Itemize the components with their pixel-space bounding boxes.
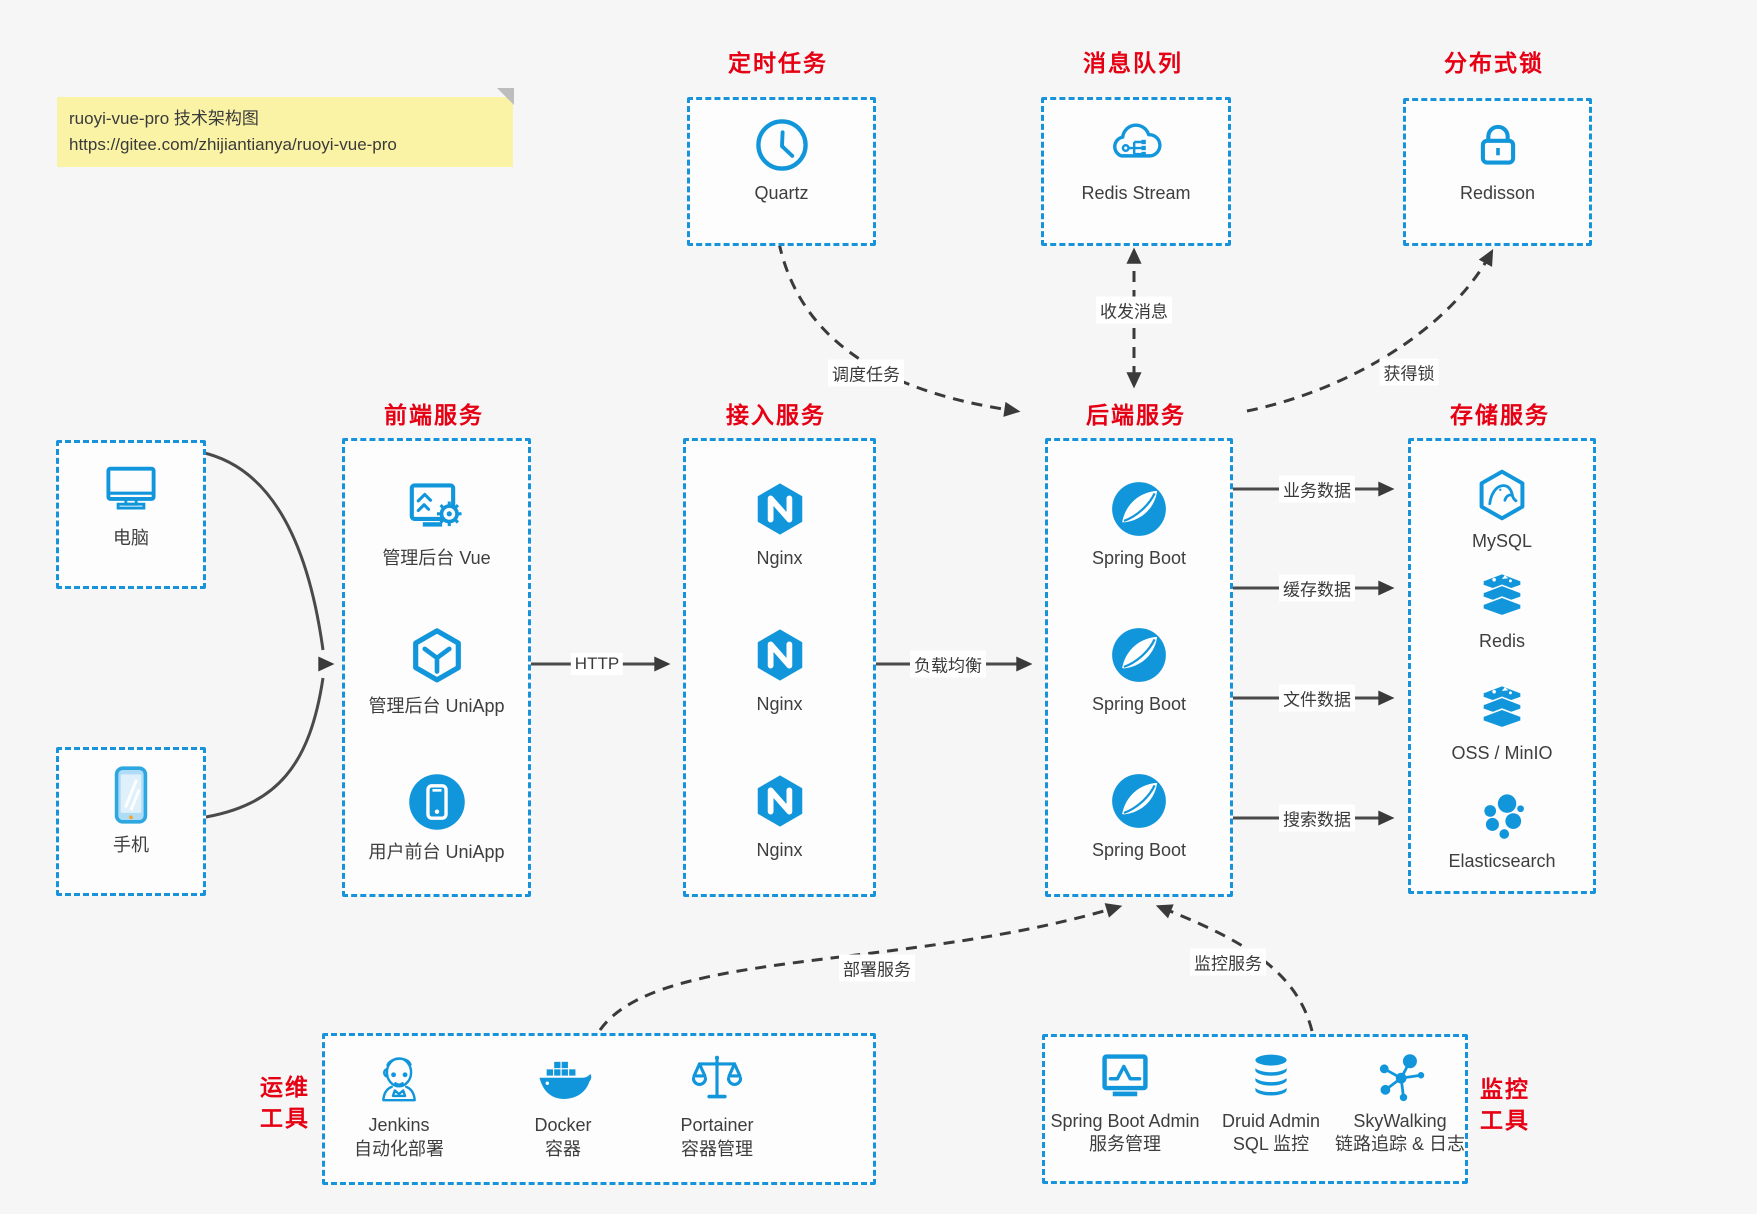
mobile-client-box: 手机 [56, 747, 206, 896]
note-url: https://gitee.com/zhijiantianya/ruoyi-vu… [69, 135, 397, 154]
edge-label-schedule: 调度任务 [828, 359, 904, 387]
spring-boot-label: Spring Boot [1091, 548, 1187, 568]
database-icon [1243, 1049, 1299, 1105]
redis-stack-icon [1475, 569, 1529, 623]
monitor-chart-icon [1097, 1049, 1153, 1105]
group-title-gateway: 接入服务 [726, 402, 826, 428]
monitoring-tools-title-line1: 监控 [1480, 1076, 1530, 1102]
portainer-label: Portainer [680, 1115, 754, 1135]
oss-minio-label: OSS / MinIO [1451, 743, 1553, 763]
quartz-label: Quartz [754, 183, 809, 203]
group-title-message-queue: 消息队列 [1083, 50, 1183, 76]
pc-client-label: 电脑 [113, 528, 149, 548]
storage-box: MySQL Redis OSS / MinIO Elasticsearch [1408, 438, 1596, 894]
redisson-label: Redisson [1459, 183, 1536, 203]
spring-icon [1109, 771, 1169, 831]
spring-icon [1109, 479, 1169, 539]
clock-icon [753, 116, 811, 174]
monitoring-tools-box: Spring Boot Admin 服务管理 Druid Admin SQL 监… [1042, 1034, 1468, 1184]
edge-label-deploy: 部署服务 [839, 954, 915, 982]
edge-pc-to-frontend [199, 450, 325, 651]
monitoring-tools-title: 监控 工具 [1470, 1074, 1540, 1136]
group-title-backend: 后端服务 [1086, 402, 1186, 428]
edge-label-biz-data: 业务数据 [1279, 475, 1355, 503]
ops-tools-title-line2: 工具 [260, 1105, 310, 1131]
docker-label: Docker [534, 1115, 592, 1135]
edge-label-file-data: 文件数据 [1279, 684, 1355, 712]
group-title-scheduled-task: 定时任务 [728, 50, 828, 76]
portainer-icon [688, 1050, 746, 1108]
jenkins-icon [370, 1050, 428, 1108]
quartz-box: Quartz [687, 97, 876, 246]
monitoring-tools-title-line2: 工具 [1480, 1107, 1530, 1133]
druid-admin-label: Druid Admin [1221, 1111, 1321, 1131]
ops-tools-title-line1: 运维 [260, 1074, 310, 1100]
ops-tools-box: Jenkins 自动化部署 Docker 容器 Portainer 容器管理 [322, 1033, 876, 1185]
spring-icon [1109, 625, 1169, 685]
oss-stack-icon [1475, 681, 1529, 735]
edge-label-search-data: 搜索数据 [1279, 804, 1355, 832]
mysql-label: MySQL [1471, 531, 1532, 551]
backend-box: Spring Boot Spring Boot Spring Boot [1045, 438, 1233, 897]
docker-desc: 容器 [545, 1139, 581, 1159]
nginx-icon [750, 771, 810, 831]
spring-boot-label: Spring Boot [1091, 694, 1187, 714]
lock-icon [1469, 116, 1527, 174]
group-title-storage: 存储服务 [1450, 402, 1550, 428]
edge-label-acquire-lock: 获得锁 [1379, 358, 1439, 386]
edge-label-monitor: 监控服务 [1190, 948, 1266, 976]
skywalking-desc: 链路追踪 & 日志 [1334, 1134, 1465, 1154]
topology-icon [1372, 1049, 1428, 1105]
skywalking-label: SkyWalking [1353, 1111, 1447, 1131]
nginx-label: Nginx [756, 694, 803, 714]
ops-tools-title: 运维 工具 [250, 1072, 320, 1134]
user-app-icon [406, 771, 468, 833]
nginx-label: Nginx [756, 548, 803, 568]
edge-acquire-lock-arrow [1246, 249, 1494, 413]
note-fold [497, 88, 514, 105]
group-title-frontend: 前端服务 [384, 402, 484, 428]
phone-icon [98, 762, 164, 828]
frontend-item-label: 管理后台 Vue [382, 548, 491, 568]
druid-admin-desc: SQL 监控 [1232, 1134, 1310, 1154]
spring-boot-admin-desc: 服务管理 [1089, 1134, 1161, 1154]
mobile-client-label: 手机 [113, 835, 149, 855]
elasticsearch-label: Elasticsearch [1448, 851, 1556, 871]
redis-label: Redis [1478, 631, 1526, 651]
redis-stream-label: Redis Stream [1081, 183, 1191, 203]
nginx-label: Nginx [756, 840, 803, 860]
jenkins-label: Jenkins [368, 1115, 430, 1135]
jenkins-desc: 自动化部署 [354, 1139, 444, 1159]
frontend-box: 管理后台 Vue 管理后台 UniApp 用户前台 UniApp [342, 438, 531, 897]
spring-boot-admin-label: Spring Boot Admin [1050, 1111, 1200, 1131]
redis-stream-box: Redis Stream [1041, 97, 1231, 246]
sticky-note: ruoyi-vue-pro 技术架构图 https://gitee.com/zh… [57, 88, 514, 167]
redisson-box: Redisson [1403, 98, 1592, 246]
docker-icon [534, 1050, 592, 1108]
nginx-icon [750, 625, 810, 685]
edge-label-load-balance: 负载均衡 [910, 650, 986, 678]
mysql-icon [1474, 467, 1530, 523]
frontend-item-label: 用户前台 UniApp [368, 842, 505, 862]
cloud-stream-icon [1107, 116, 1165, 174]
desktop-icon [100, 457, 162, 519]
edge-phone-to-frontend [199, 677, 325, 820]
pc-client-box: 电脑 [56, 440, 206, 589]
frontend-item-label: 管理后台 UniApp [368, 696, 505, 716]
nginx-icon [750, 479, 810, 539]
elasticsearch-icon [1475, 789, 1529, 843]
edge-label-cache-data: 缓存数据 [1279, 574, 1355, 602]
gateway-box: Nginx Nginx Nginx [683, 438, 876, 897]
group-title-distributed-lock: 分布式锁 [1444, 50, 1544, 76]
edge-label-http: HTTP [570, 653, 624, 675]
uniapp-icon [406, 625, 468, 687]
spring-boot-label: Spring Boot [1091, 840, 1187, 860]
portainer-desc: 容器管理 [681, 1139, 753, 1159]
edge-label-message: 收发消息 [1096, 296, 1172, 324]
note-title: ruoyi-vue-pro 技术架构图 [69, 109, 259, 128]
admin-vue-icon [406, 477, 468, 539]
